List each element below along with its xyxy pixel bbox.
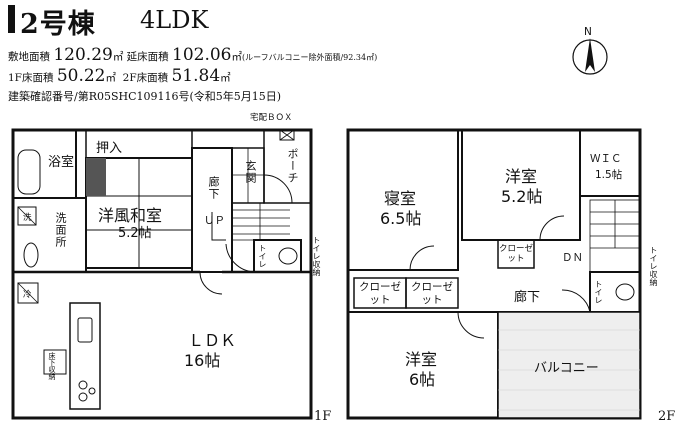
western-room-1-size: 5.2帖: [501, 187, 543, 206]
compass-icon: [572, 38, 608, 75]
f2-area-unit: ㎡: [220, 72, 231, 84]
closet-b-label: クローゼット: [411, 281, 453, 306]
toilet-label: トイレ: [258, 244, 267, 268]
site-area-label: 敷地面積: [8, 51, 50, 63]
f2-area-value: 51.84: [171, 66, 221, 86]
western-room-1-label: 洋室: [505, 167, 538, 186]
toilet-storage-2f-label: トイレ収納: [649, 246, 658, 286]
balcony-label: バルコニー: [534, 361, 599, 376]
f1-area-unit: ㎡: [105, 72, 116, 84]
spec-row-1: 敷地面積 120.29㎡ 延床面積 102.06㎡(ルーフバルコニー除外面積/9…: [8, 45, 377, 65]
floor1-plan: [11, 128, 313, 420]
western-room-2-label: 洋室: [405, 350, 438, 369]
floor-area-note: (ルーフバルコニー除外面積/92.34㎡): [242, 53, 378, 62]
floor2-plan: [346, 128, 642, 420]
stairs-down-label: ＤＮ: [562, 252, 583, 264]
bedroom-label: 寝室: [384, 189, 417, 208]
permit-number: 建築確認番号/第R05SHC109116号(令和5年5月15日): [8, 90, 282, 103]
closet-a-label: クローゼット: [359, 281, 401, 306]
f2-area-label: 2F床面積: [122, 72, 169, 84]
ldk-size: 16帖: [184, 351, 221, 370]
closet-label: 押入: [96, 141, 123, 156]
ldk-label: ＬＤＫ: [188, 331, 237, 350]
floor-area-value: 102.06: [172, 45, 232, 65]
floor1-tag: 1F: [314, 409, 332, 424]
floor2-tag: 2F: [658, 409, 676, 424]
tatami-room-size: 5.2帖: [118, 226, 152, 241]
under-floor-storage-label: 床下収納: [48, 352, 56, 380]
floor-area-unit: ㎡: [231, 51, 243, 63]
washer-label: 洗: [23, 213, 32, 223]
compass-north-label: N: [584, 26, 592, 38]
bedroom-size: 6.5帖: [380, 209, 422, 228]
toilet-storage-label: トイレ収納: [312, 236, 321, 276]
wic-size: 1.5帖: [595, 169, 623, 181]
fridge-label: 冷: [23, 290, 32, 300]
bath-label: 浴室: [48, 155, 75, 170]
washroom-label: 洗面所: [54, 212, 67, 248]
hallway-label: 廊下: [207, 176, 220, 200]
small-closet-label: クローゼット: [499, 244, 534, 264]
floor-area-label: 延床面積: [126, 51, 169, 63]
site-area-value: 120.29: [53, 45, 113, 65]
western-room-2-size: 6帖: [409, 370, 436, 389]
hallway-2f-label: 廊下: [514, 290, 541, 305]
toilet-2f-label: トイレ: [594, 280, 603, 304]
porch-label: ポーチ: [286, 148, 299, 184]
delivery-box-label: 宅配ＢＯＸ: [250, 113, 293, 123]
stairs-up-label: ＵＰ: [204, 215, 225, 227]
f1-area-label: 1F床面積: [8, 72, 54, 84]
title-accent-bar: [8, 5, 15, 33]
page-title: 2号棟: [20, 9, 96, 40]
spec-row-2: 1F床面積 50.22㎡ 2F床面積 51.84㎡: [8, 66, 231, 86]
site-area-unit: ㎡: [112, 51, 124, 63]
tatami-room-label: 洋風和室: [98, 206, 163, 225]
layout-type: 4LDK: [140, 6, 209, 34]
wic-label: ＷＩＣ: [590, 153, 622, 165]
f1-area-value: 50.22: [56, 66, 106, 86]
entrance-label: 玄関: [244, 160, 257, 184]
